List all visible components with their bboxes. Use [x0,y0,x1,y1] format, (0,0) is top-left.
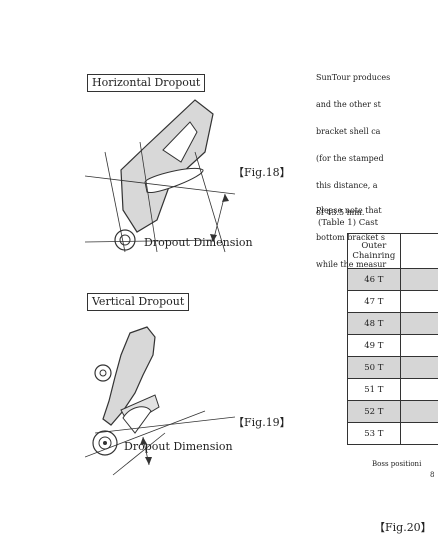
intro-paragraph: SunTour produces and the other st bracke… [316,55,438,235]
fig-20-label: 【Fig.20】 [374,521,432,534]
table-caption: (Table 1) Cast [318,218,379,228]
intro-line-2: and the other st [316,100,381,109]
intro-line-3: bracket shell ca [316,127,381,136]
intro-line-5: this distance, a [316,181,378,190]
table-row: 51 T [347,378,401,401]
table-row: 49 T [347,334,401,357]
chainring-table: Outer Chainring 46 T 47 T 48 T 49 T 50 T… [347,233,438,445]
table-header-blank [399,233,438,269]
table-row: 46 T [347,268,401,291]
fig-18-label: 【Fig.18】 [233,166,291,179]
table-row: 53 T [347,422,401,445]
fig-19-label: 【Fig.19】 [233,416,291,429]
note-line-1: Please note that [316,206,382,215]
table-row: 47 T [347,290,401,313]
vertical-dropout-drawing [85,326,236,476]
vertical-dropout-label: Vertical Dropout [87,293,190,311]
table-header-outer-chainring: Outer Chainring [347,233,401,269]
horizontal-dropout-drawing [85,99,236,253]
table-row: 50 T [347,356,401,379]
footnote-number: 8 [430,471,435,479]
table-row: 48 T [347,312,401,335]
intro-line-4: (for the stamped [316,154,384,163]
horizontal-dropout-label: Horizontal Dropout [87,74,206,92]
intro-line-6: of 43.5 mm. [316,208,365,217]
table-row: 52 T [347,400,401,423]
dropout-dimension-label-1: Dropout Dimension [144,236,253,249]
dropout-dimension-label-2: Dropout Dimension [124,440,233,453]
footnote-boss-positioning: Boss positioni [372,460,422,468]
intro-line-1: SunTour produces [316,73,391,82]
